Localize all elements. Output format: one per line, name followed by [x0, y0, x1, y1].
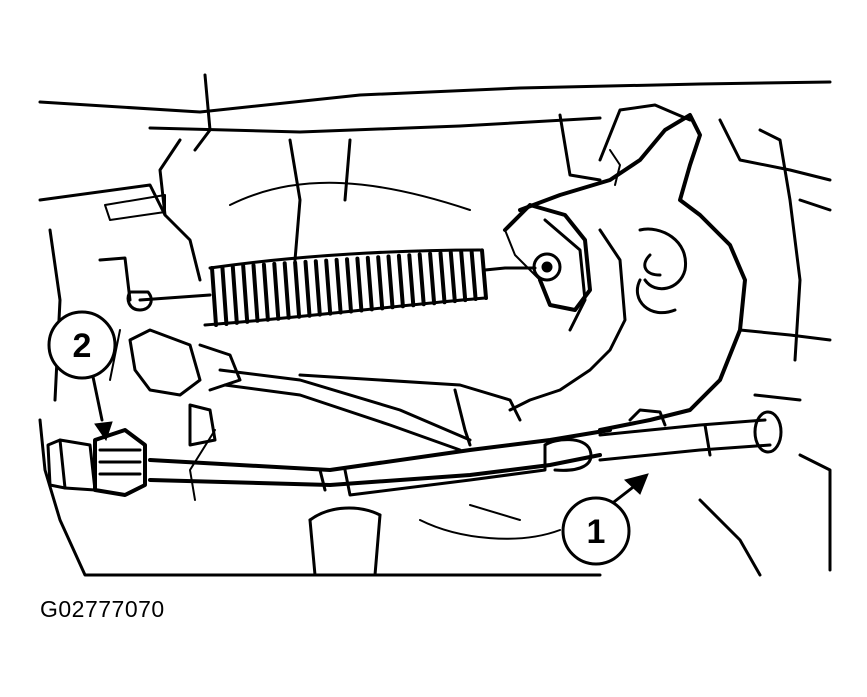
- left-bracket: [98, 256, 242, 447]
- cable-end-fitting: [46, 428, 147, 497]
- parking-brake-cable: [148, 408, 783, 497]
- return-spring: [126, 248, 537, 327]
- callout-2-label: 2: [73, 327, 92, 365]
- callout-1: 1: [561, 496, 631, 566]
- callout-arrows: [90, 370, 649, 507]
- brake-lever-arm: [508, 103, 747, 432]
- callout-1-label: 1: [587, 513, 606, 551]
- lower-housing: [308, 504, 561, 577]
- figure-id-label: G02777070: [40, 596, 165, 622]
- callout-2: 2: [47, 310, 117, 380]
- background-structure: [38, 73, 832, 577]
- cable-guide: [218, 368, 522, 452]
